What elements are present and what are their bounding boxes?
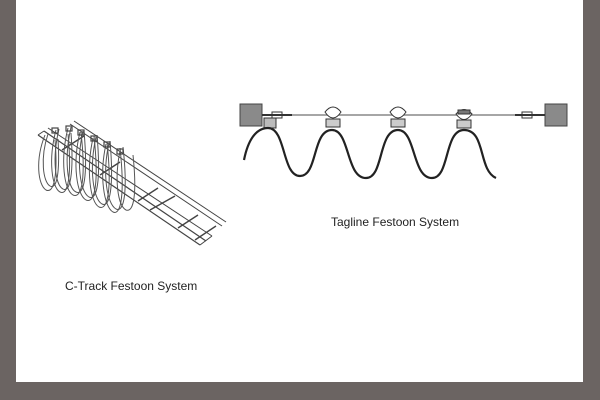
c-track-caption: C-Track Festoon System <box>65 279 198 293</box>
c-track-brackets <box>61 135 217 241</box>
c-track-cable-loops <box>38 126 136 213</box>
festoon-cable <box>242 126 497 180</box>
left-end-plate <box>239 103 263 127</box>
tagline-festoon-illustration <box>239 103 568 180</box>
turnbuckles <box>262 111 545 119</box>
tagline-caption: Tagline Festoon System <box>331 215 460 229</box>
right-end-plate <box>544 103 568 127</box>
c-track-trolleys <box>51 125 124 155</box>
tagline-trolleys <box>263 106 473 129</box>
c-track-festoon-illustration <box>37 120 227 246</box>
